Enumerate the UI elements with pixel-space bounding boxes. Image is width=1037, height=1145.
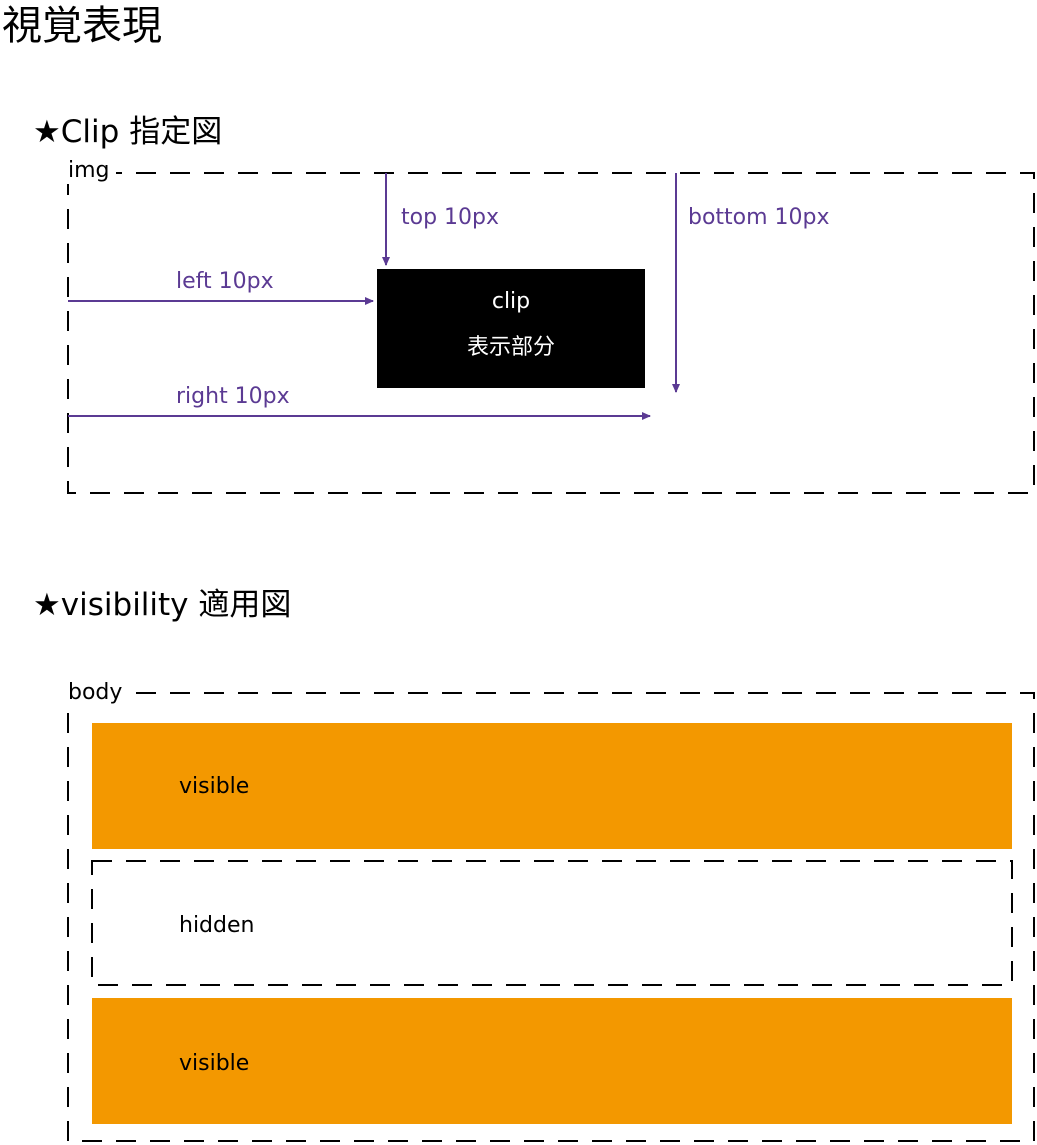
visible-element-2-label: visible — [179, 1051, 250, 1076]
img-frame-label: img — [66, 158, 116, 184]
left-label: left 10px — [176, 269, 274, 294]
page-title: 視覚表現 — [2, 3, 162, 49]
clip-section-title: ★Clip 指定図 — [33, 114, 223, 150]
hidden-element-label: hidden — [179, 913, 255, 938]
bottom-label: bottom 10px — [688, 205, 830, 230]
hidden-element-border — [91, 860, 1013, 986]
clip-box-line2: 表示部分 — [466, 335, 555, 360]
visible-element-1: visible — [92, 723, 1012, 849]
img-frame-border — [67, 172, 1035, 494]
visible-element-2: visible — [92, 998, 1012, 1124]
top-label: top 10px — [401, 205, 500, 230]
body-frame-label: body — [66, 680, 129, 706]
visible-element-1-label: visible — [179, 774, 250, 799]
clip-display-box: clip 表示部分 — [377, 269, 645, 388]
visibility-section-title: ★visibility 適用図 — [33, 587, 292, 623]
body-frame-border — [67, 692, 1035, 1142]
hidden-element: hidden — [92, 861, 1012, 985]
right-label: right 10px — [176, 384, 290, 409]
clip-box-line1: clip — [491, 289, 531, 314]
